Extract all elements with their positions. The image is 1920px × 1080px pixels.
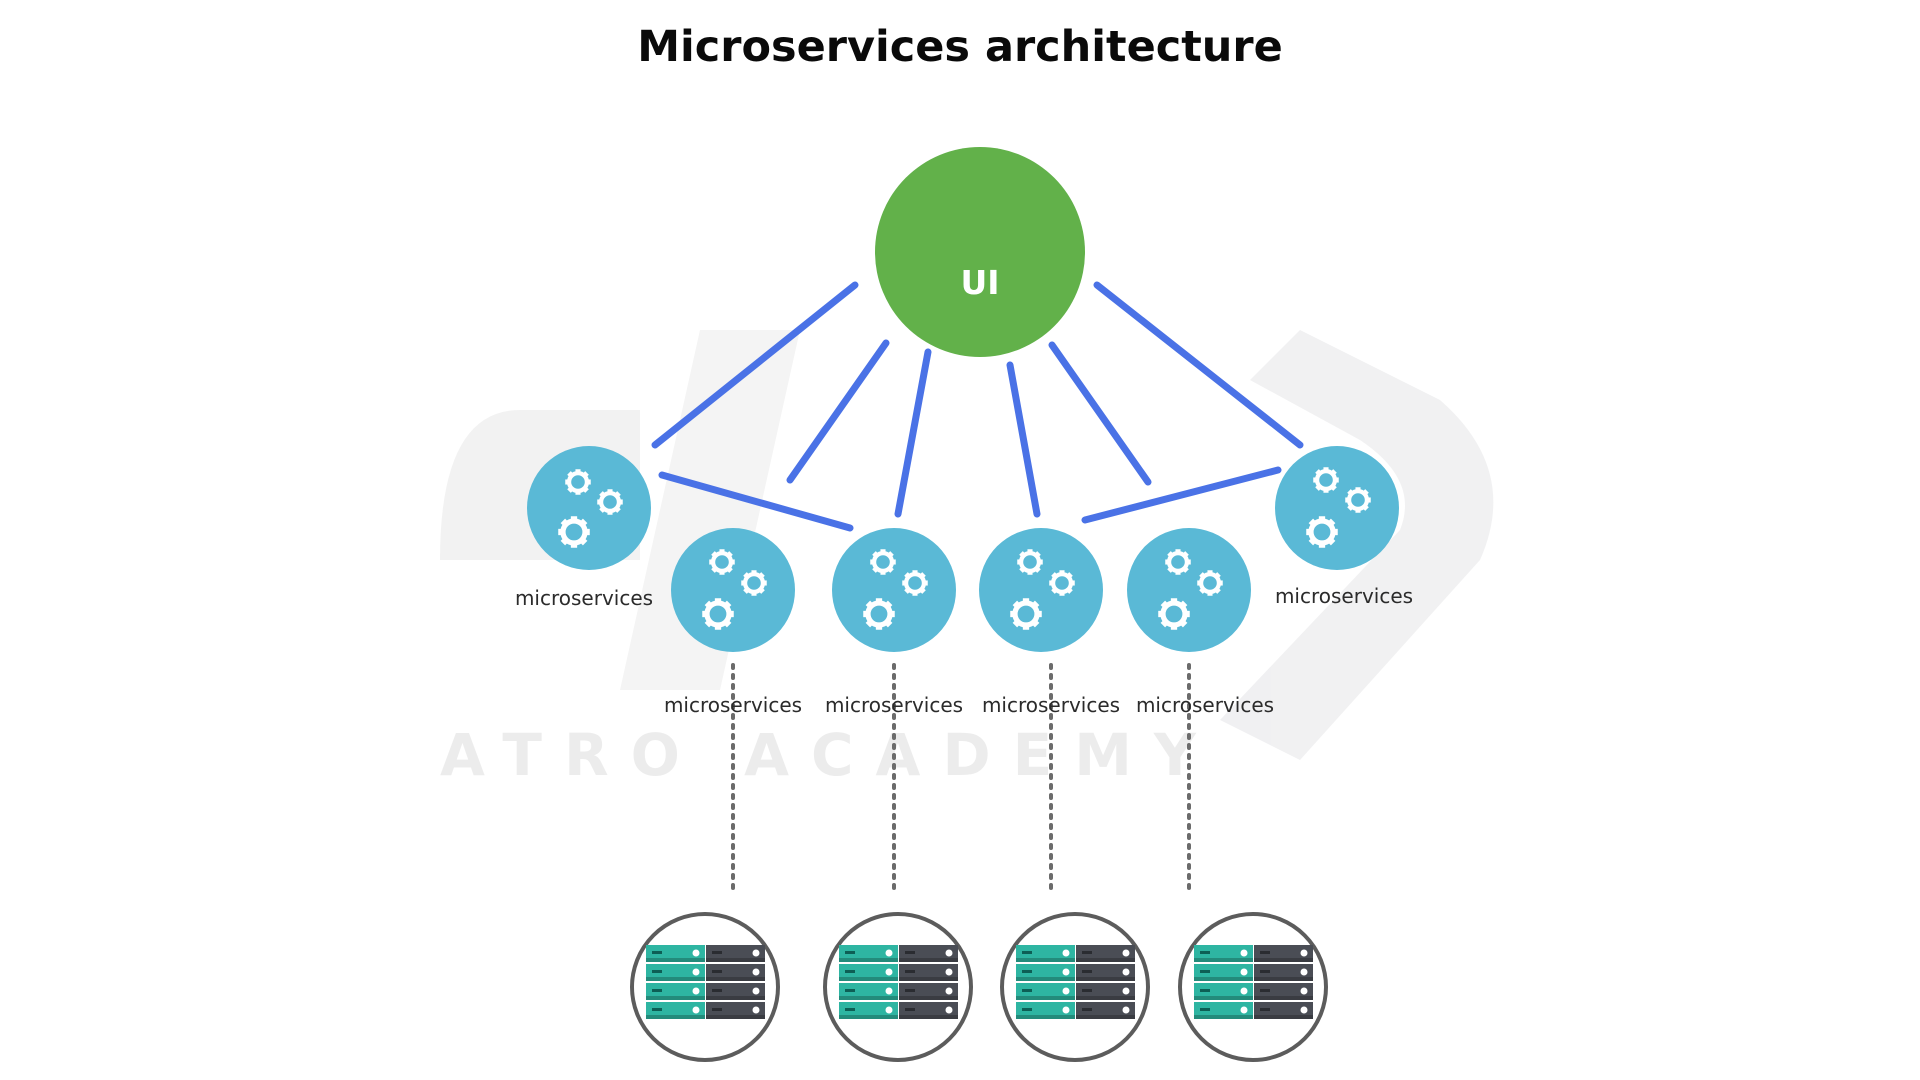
service-label-4: microservices	[982, 693, 1120, 717]
service-node-2	[671, 528, 795, 652]
service-label-2: microservices	[664, 693, 802, 717]
database-node-2	[823, 912, 973, 1062]
db-connectors	[731, 663, 1191, 897]
service-label-1: microservices	[515, 586, 653, 610]
connector-ui-service-1	[651, 281, 859, 449]
service-label-3: microservices	[825, 693, 963, 717]
database-node-3	[1000, 912, 1150, 1062]
ui-label: UI	[960, 263, 999, 302]
service-node-4	[979, 528, 1103, 652]
connector-service-1-3	[658, 471, 854, 532]
ui-circle	[875, 147, 1085, 357]
service-label-6: microservices	[1275, 584, 1413, 608]
database-node-1	[630, 912, 780, 1062]
connector-ui-service-6	[1093, 281, 1304, 449]
connector-ui-service-5	[1048, 341, 1152, 486]
service-node-1	[527, 446, 651, 570]
connector-ui-service-3	[894, 348, 932, 518]
connector-ui-service-2	[786, 339, 890, 484]
service-label-5: microservices	[1136, 693, 1274, 717]
service-node-3	[832, 528, 956, 652]
service-node-5	[1127, 528, 1251, 652]
service-node-6	[1275, 446, 1399, 570]
watermark-text: ATRO ACADEMY	[440, 721, 1218, 789]
service-connectors	[658, 466, 1282, 532]
connector-ui-service-4	[1006, 361, 1041, 518]
ui-connectors	[651, 281, 1304, 518]
ui-node: UI	[875, 147, 1085, 357]
database-node-4	[1178, 912, 1328, 1062]
diagram-title: Microservices architecture	[637, 22, 1283, 72]
connector-service-4-6	[1081, 466, 1282, 524]
